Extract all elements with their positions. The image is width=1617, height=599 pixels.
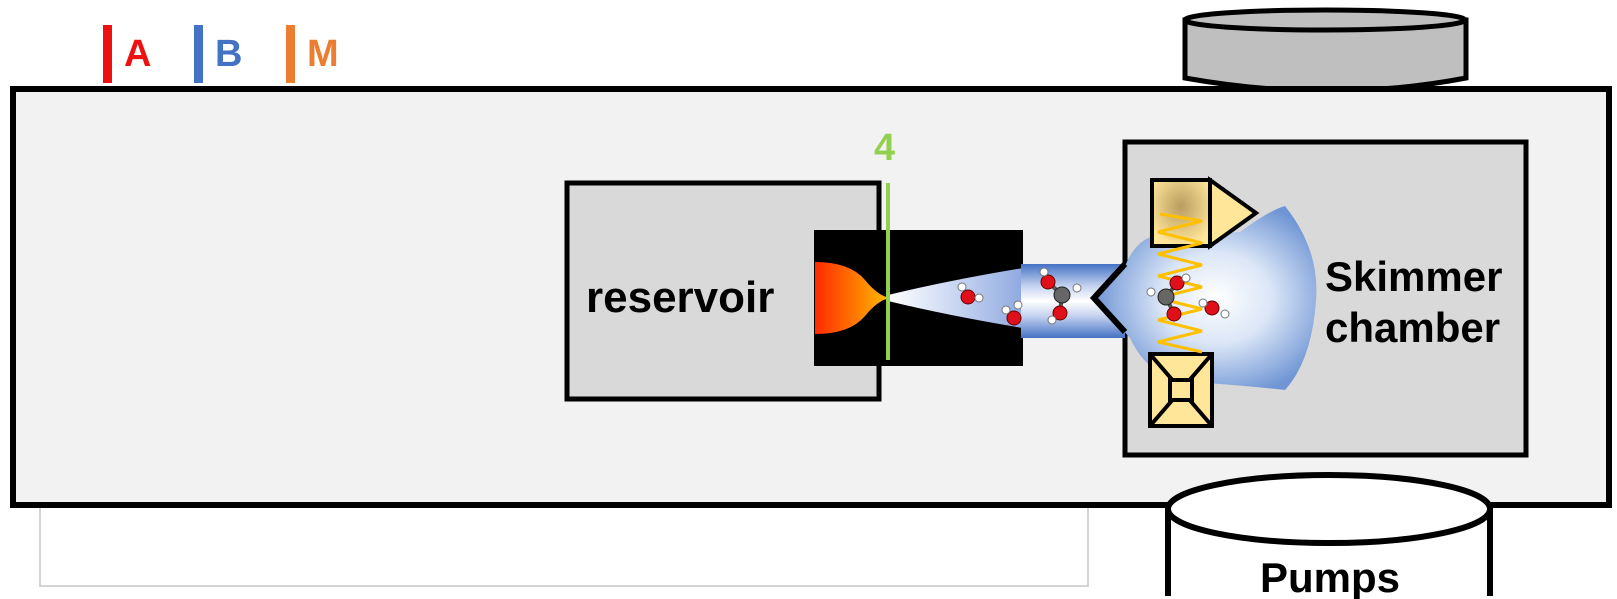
molecular-plume [1094, 206, 1317, 390]
position-marker-label: 4 [874, 127, 895, 169]
skimmer-label-line1: Skimmer [1325, 253, 1502, 300]
molecule-methanol-2 [1146, 273, 1191, 322]
legend-label-b: B [215, 33, 242, 75]
molecule-water-3 [1198, 298, 1230, 319]
legend-swatch-b [194, 25, 203, 83]
pumps-label: Pumps [1260, 554, 1400, 599]
skimmer-label-line2: chamber [1325, 304, 1500, 351]
pump-top [1165, 472, 1493, 546]
legend-swatch-a [103, 25, 112, 83]
jet-expansion [888, 268, 1023, 328]
legend-label-a: A [124, 33, 151, 75]
skimmer-cone-icon [1148, 176, 1260, 428]
legend: A B M [103, 25, 339, 83]
reservoir-label: reservoir [586, 273, 774, 322]
legend-swatch-m [286, 25, 295, 83]
pumps: Pumps [1165, 472, 1493, 599]
molecule-water-1 [957, 282, 984, 305]
skimmer-tip-outline [1089, 261, 1128, 335]
molecule-methanol-1 [1039, 267, 1082, 325]
legend-label-m: M [307, 33, 339, 75]
lower-frame [39, 497, 1089, 587]
molecule-water-2 [1001, 300, 1023, 326]
nozzle-source [815, 262, 890, 334]
